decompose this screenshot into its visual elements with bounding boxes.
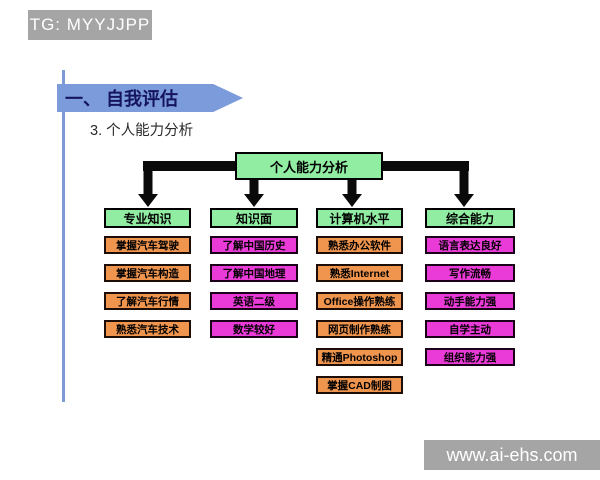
- section-banner: 一、 自我评估: [57, 84, 243, 112]
- ability-item: 数学较好: [210, 320, 298, 338]
- category-column: 知识面了解中国历史了解中国地理英语二级数学较好: [210, 208, 298, 348]
- ability-item: 自学主动: [425, 320, 515, 338]
- ability-item: Office操作熟练: [316, 292, 403, 310]
- section-accent-line: [62, 70, 65, 402]
- ability-item: 了解中国历史: [210, 236, 298, 254]
- ability-item: 组织能力强: [425, 348, 515, 366]
- tg-badge: TG: MYYJJPP: [28, 10, 152, 40]
- ability-item: 熟悉汽车技术: [104, 320, 191, 338]
- category-header: 知识面: [210, 208, 298, 228]
- category-header: 综合能力: [425, 208, 515, 228]
- category-column: 综合能力语言表达良好写作流畅动手能力强自学主动组织能力强: [425, 208, 515, 376]
- ability-item: 熟悉办公软件: [316, 236, 403, 254]
- ability-item: 写作流畅: [425, 264, 515, 282]
- category-header: 计算机水平: [316, 208, 403, 228]
- ability-item: 英语二级: [210, 292, 298, 310]
- category-header: 专业知识: [104, 208, 191, 228]
- ability-item: 熟悉Internet: [316, 264, 403, 282]
- ability-item: 了解汽车行情: [104, 292, 191, 310]
- ability-item: 了解中国地理: [210, 264, 298, 282]
- ability-item: 精通Photoshop: [316, 348, 403, 366]
- ability-item: 语言表达良好: [425, 236, 515, 254]
- ability-item: 掌握CAD制图: [316, 376, 403, 394]
- ability-item: 网页制作熟练: [316, 320, 403, 338]
- ability-item: 掌握汽车驾驶: [104, 236, 191, 254]
- ability-item: 动手能力强: [425, 292, 515, 310]
- root-node: 个人能力分析: [235, 152, 383, 180]
- watermark-badge: www.ai-ehs.com: [424, 440, 600, 470]
- slide-subtitle: 3. 个人能力分析: [90, 123, 194, 139]
- category-column: 专业知识掌握汽车驾驶掌握汽车构造了解汽车行情熟悉汽车技术: [104, 208, 191, 348]
- ability-item: 掌握汽车构造: [104, 264, 191, 282]
- section-title: 一、 自我评估: [65, 89, 179, 109]
